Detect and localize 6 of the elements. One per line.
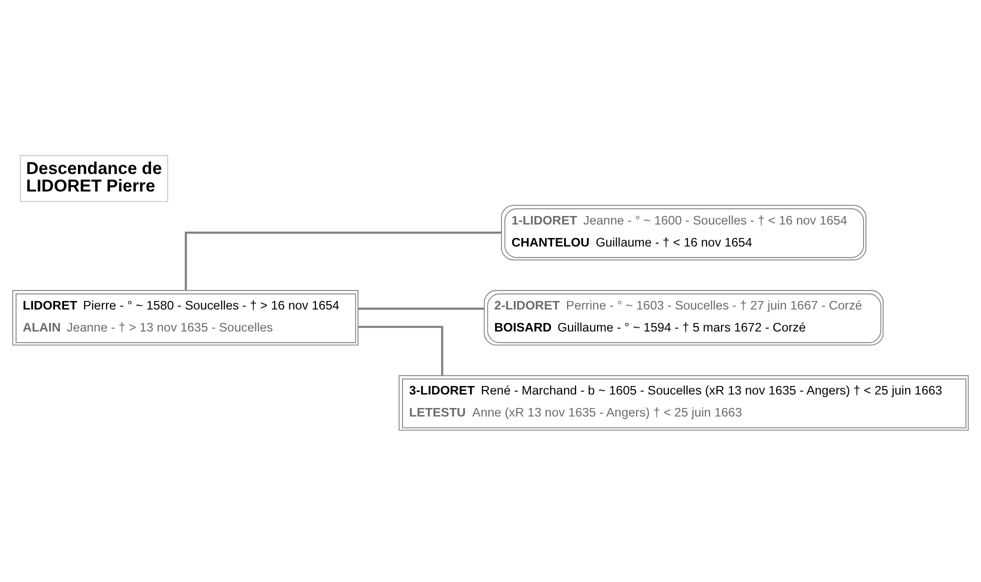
node-box: 3-LIDORET René - Marchand - b ~ 1605 - Soucelles (xR 13 nov 1635 - Angers) † < 25 juin 1663 LETESTU Anne (xR 13 nov 1635 - Angers) † < 25 juin 1663 — [398, 375, 969, 431]
connector — [358, 308, 484, 310]
connector — [184, 232, 502, 290]
connector — [358, 326, 444, 376]
node-box: 2-LIDORET Perrine - ° ~ 1603 - Soucelles - † 27 juin 1667 - Corzé BOISARD Guillaume - ° ~ 1594 - † 5 mars 1672 - Corzé — [484, 290, 884, 346]
diagram-title: Descendance de LIDORET Pierre — [26, 158, 162, 196]
